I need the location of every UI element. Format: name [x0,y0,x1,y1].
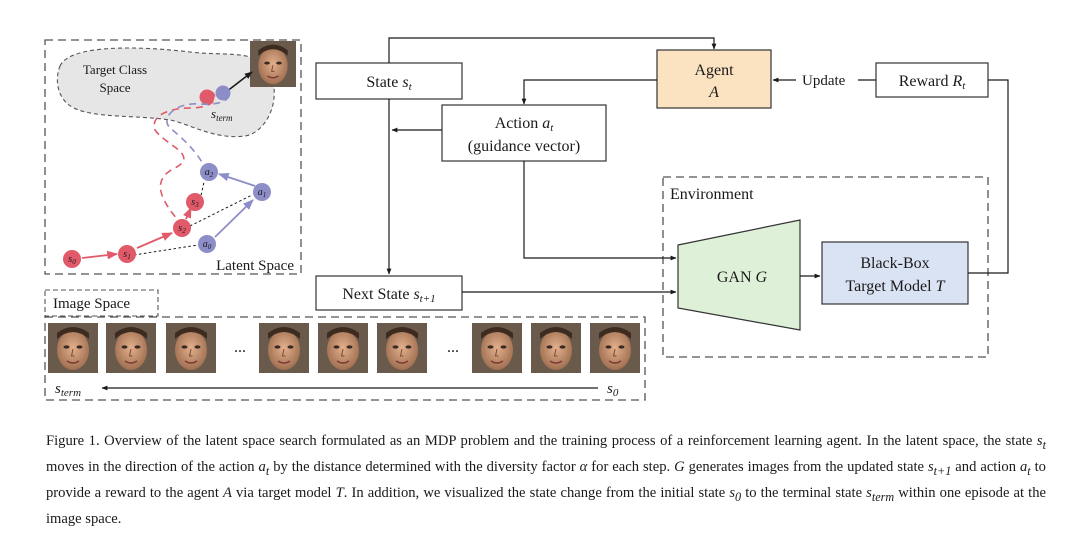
target-model-box [821,241,969,305]
image-sterm-label: sterm [55,381,81,399]
image-ellipsis-1: ... [234,339,246,356]
svg-text:a1: a1 [258,187,267,199]
node-s3: s3 [186,193,204,211]
svg-text:s1: s1 [123,249,130,261]
action-box [441,104,607,162]
image-space-label-box [44,289,159,317]
target-model-label-1: Black-Box [860,255,929,272]
image-s0-label: s0 [607,381,619,399]
action-to-gan-line [523,161,677,261]
node-s0: s0 [63,250,81,268]
blue-edge-a0-a1 [214,199,254,238]
blue-dashed-trajectory [166,87,231,173]
agent-box [656,49,772,109]
face-8 [530,322,582,374]
term-to-face-arrow [225,71,253,93]
latent-space-label: Latent Space [216,258,294,274]
dotted-s2-a1 [189,194,253,227]
target-model-label-2: Target Model T [845,278,945,295]
svg-text:s2: s2 [178,223,186,235]
term-label: sterm [211,106,233,123]
agent-to-action-line [521,79,657,105]
blue-edge-a1-a2 [217,172,256,187]
gan-label: GAN G [717,269,768,286]
state-label: State st [366,74,412,93]
reward-box [875,62,989,98]
diagram: Target Class Space sterm s0 s1 s2 s3 a0 [44,37,1009,401]
face-1 [47,322,99,374]
face-9 [589,322,641,374]
agent-var: A [708,84,719,101]
node-a2: a2 [200,163,218,181]
face-7 [471,322,523,374]
latent-space-panel [44,39,302,275]
dotted-s1-a0 [133,244,199,256]
svg-text:s3: s3 [191,197,199,209]
node-a1: a1 [253,183,271,201]
action-label-2: (guidance vector) [468,138,580,155]
state-box [315,62,463,100]
red-edge-s2-s3 [183,207,192,220]
term-red-node [199,89,215,105]
next-state-box [315,275,463,311]
svg-text:a2: a2 [205,167,214,179]
node-s1: s1 [118,245,136,263]
target-face-thumbnail [249,40,297,88]
target-class-blob [56,47,275,138]
face-3 [165,322,217,374]
update-label: Update [802,73,846,89]
environment-panel [662,176,989,358]
target-class-label-2: Space [99,80,130,95]
state-to-agent-line [388,37,717,63]
target-to-reward-line [968,79,1009,274]
image-ellipsis-2: ... [447,339,459,356]
red-dashed-trajectory [153,91,216,227]
target-class-label-1: Target Class [83,62,147,77]
action-label-1: Action at [495,115,555,134]
image-space-label: Image Space [53,296,130,312]
svg-text:s0: s0 [68,254,76,266]
face-strip [47,322,641,374]
node-s2: s2 [173,219,191,237]
gan-shape [677,219,801,331]
face-6 [376,322,428,374]
red-edge-s1-s2 [136,232,173,249]
face-5 [317,322,369,374]
environment-label: Environment [670,186,754,203]
reward-label: Reward Rt [899,73,967,92]
dotted-s3-a2 [199,181,205,201]
agent-label: Agent [694,62,734,79]
next-state-label: Next State st+1 [342,286,435,305]
face-4 [258,322,310,374]
figure-caption: Figure 1. Overview of the latent space s… [46,433,1050,527]
svg-text:a0: a0 [203,239,212,251]
face-2 [105,322,157,374]
image-space-panel [44,316,646,401]
red-edge-s0-s1 [81,250,119,260]
node-a0: a0 [198,235,216,253]
